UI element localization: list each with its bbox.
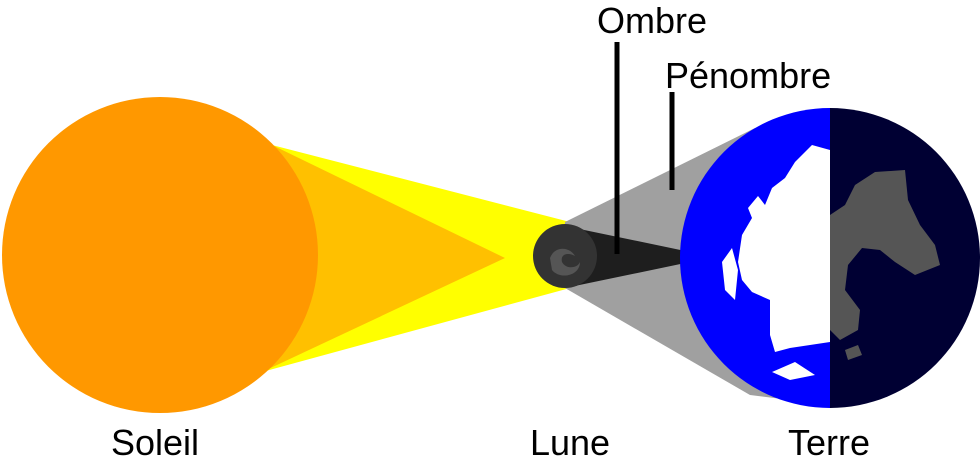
penumbra-label: Pénombre bbox=[665, 55, 831, 96]
earth-label: Terre bbox=[788, 422, 870, 461]
sun-label: Soleil bbox=[111, 422, 199, 461]
umbra-cone bbox=[565, 226, 690, 288]
moon bbox=[533, 224, 597, 288]
sun bbox=[2, 97, 318, 413]
earth-land-night bbox=[830, 170, 940, 360]
umbra-label: Ombre bbox=[597, 0, 707, 41]
moon-body bbox=[533, 224, 597, 288]
moon-crater bbox=[550, 248, 580, 276]
moon-label: Lune bbox=[530, 422, 610, 461]
sun-rays-inner bbox=[262, 145, 505, 372]
earth-land-day bbox=[722, 145, 830, 380]
